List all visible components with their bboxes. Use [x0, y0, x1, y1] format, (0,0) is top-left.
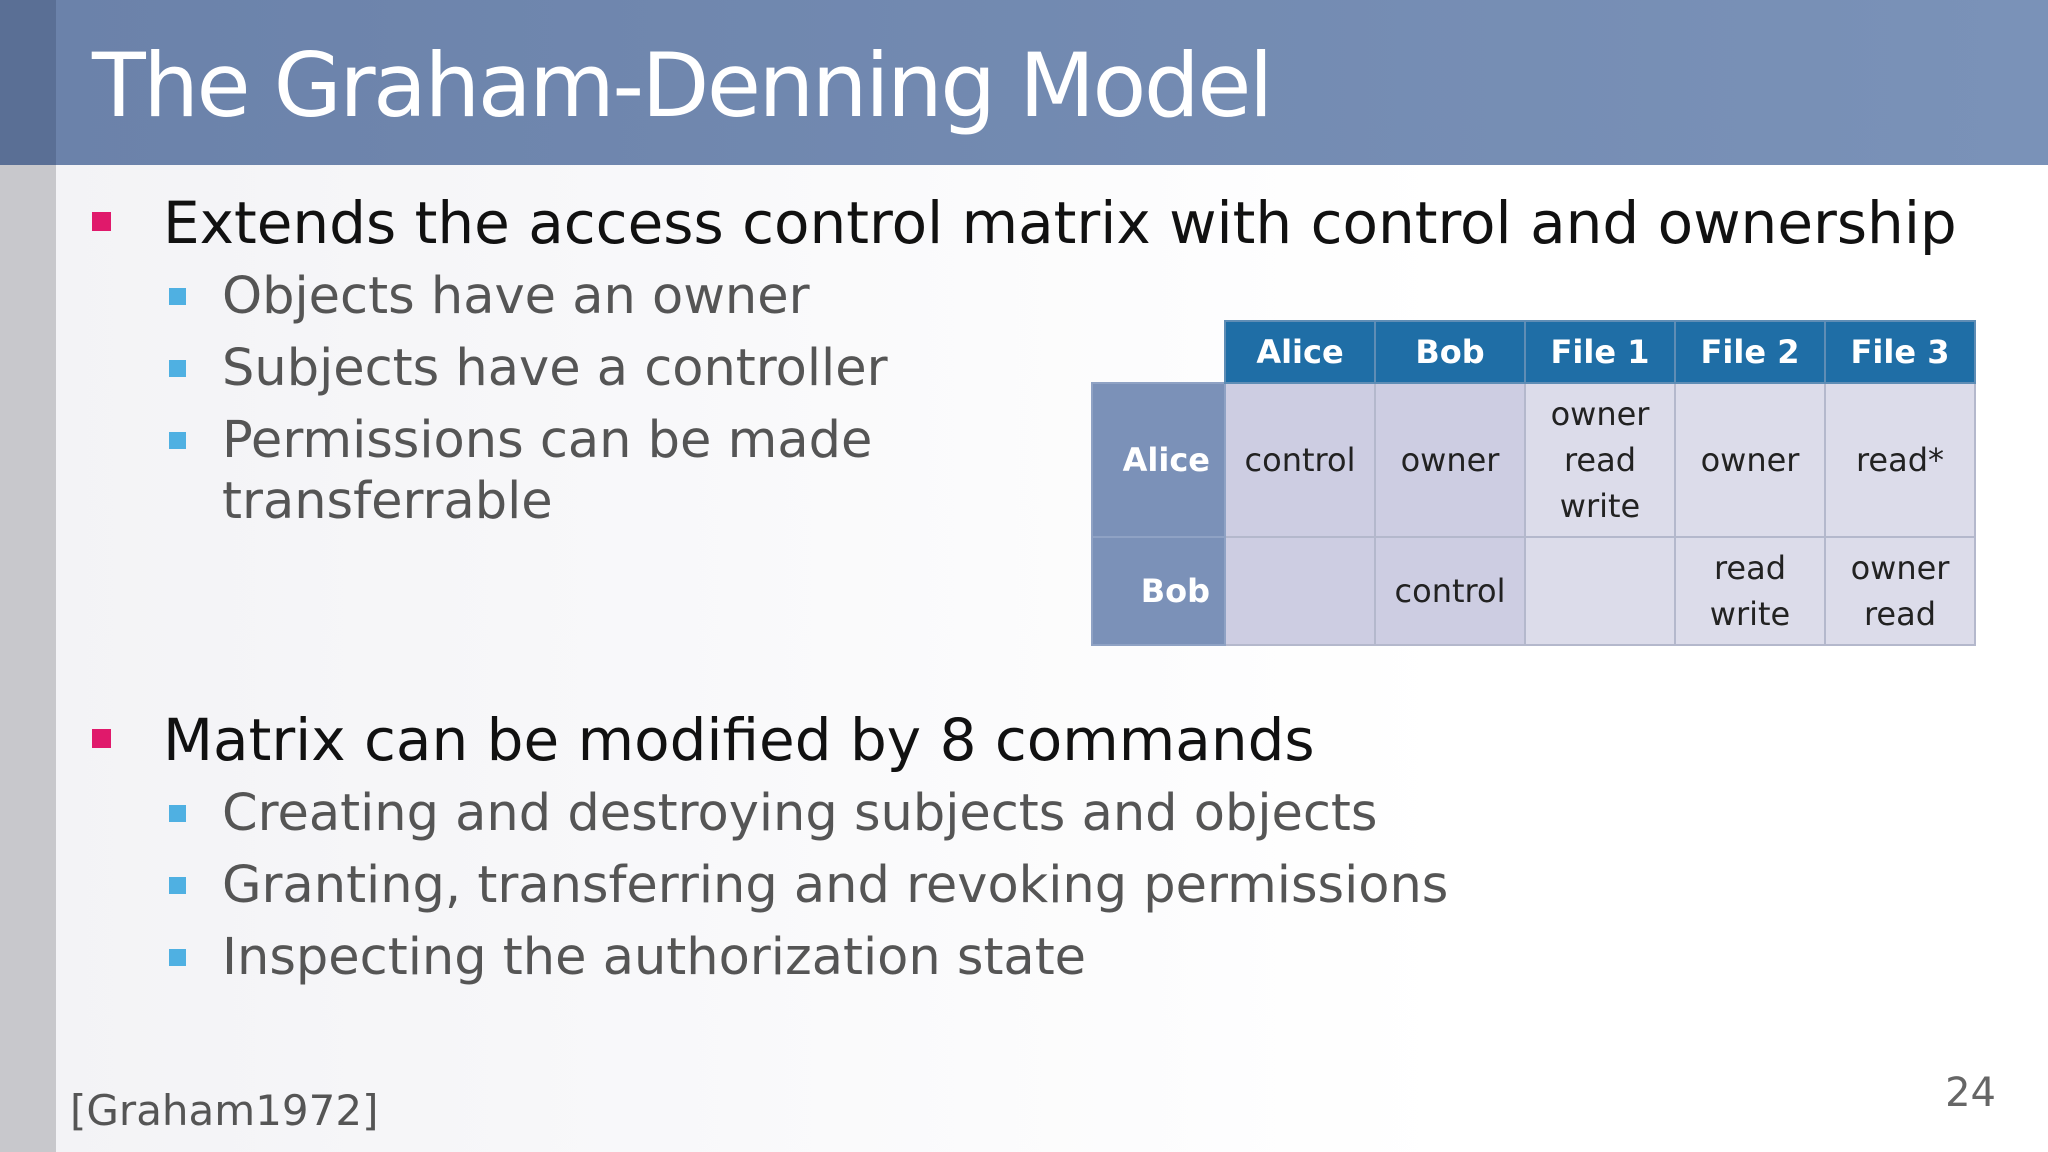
matrix-column-header: File 1	[1524, 320, 1676, 384]
matrix-row-header: Alice	[1091, 382, 1226, 538]
sub-bullet-marker	[169, 288, 186, 305]
citation: [Graham1972]	[70, 1086, 379, 1135]
bullet-marker	[92, 729, 111, 748]
cell-permission: owner	[1550, 395, 1650, 433]
matrix-cell: read write	[1674, 536, 1826, 646]
matrix-cell: owner read write	[1524, 382, 1676, 538]
cell-permission: write	[1709, 595, 1791, 633]
slide-title: The Graham-Denning Model	[92, 34, 1273, 137]
matrix-cell	[1524, 536, 1676, 646]
matrix-cell: owner read	[1824, 536, 1976, 646]
sub-bullet-text: Subjects have a controller	[222, 339, 888, 398]
cell-permission: read	[1563, 441, 1637, 479]
title-bar	[56, 0, 2048, 165]
matrix-cell: owner	[1374, 382, 1526, 538]
cell-permission: owner	[1700, 441, 1800, 479]
sub-bullet-marker	[169, 805, 186, 822]
matrix-column-header: File 2	[1674, 320, 1826, 384]
page-number: 24	[1945, 1070, 1996, 1116]
sub-bullet-marker	[169, 432, 186, 449]
matrix-column-header: Bob	[1374, 320, 1526, 384]
cell-permission: control	[1244, 441, 1356, 479]
sub-bullet-marker	[169, 877, 186, 894]
sub-bullet-text: Creating and destroying subjects and obj…	[222, 784, 1378, 843]
bullet-text: Extends the access control matrix with c…	[163, 189, 1957, 257]
matrix-corner	[1092, 321, 1225, 383]
matrix-column-header: File 3	[1824, 320, 1976, 384]
sub-bullet-text: Objects have an owner	[222, 267, 810, 326]
matrix-row-alice: Alice control owner owner read write own…	[1091, 382, 1976, 538]
matrix-cell: control	[1374, 536, 1526, 646]
sub-bullet-text: Inspecting the authorization state	[222, 928, 1087, 987]
cell-permission: read	[1713, 549, 1787, 587]
cell-permission: owner	[1400, 441, 1500, 479]
matrix-cell: control	[1224, 382, 1376, 538]
matrix-row-header: Bob	[1091, 536, 1226, 646]
sub-bullet-text: Permissions can be made	[222, 411, 873, 470]
access-matrix-table: Alice Bob File 1 File 2 File 3 Alice con…	[1091, 320, 1976, 646]
sub-bullet-marker	[169, 360, 186, 377]
sub-bullet-text-continued: transferrable	[222, 472, 553, 531]
matrix-cell: owner	[1674, 382, 1826, 538]
matrix-header-row: Alice Bob File 1 File 2 File 3	[1092, 320, 1976, 384]
cell-permission: control	[1394, 572, 1506, 610]
cell-permission: owner	[1850, 549, 1950, 587]
matrix-cell: read*	[1824, 382, 1976, 538]
sub-bullet-marker	[169, 949, 186, 966]
matrix-row-bob: Bob control read write owner read	[1091, 536, 1976, 646]
bullet-text: Matrix can be modified by 8 commands	[163, 706, 1315, 774]
cell-permission: write	[1559, 487, 1641, 525]
matrix-cell	[1224, 536, 1376, 646]
cell-permission: read	[1863, 595, 1937, 633]
cell-permission: read*	[1855, 441, 1945, 479]
sub-bullet-text: Granting, transferring and revoking perm…	[222, 856, 1449, 915]
bullet-marker	[92, 212, 111, 231]
left-accent-bar	[0, 0, 56, 1152]
matrix-column-header: Alice	[1224, 320, 1376, 384]
